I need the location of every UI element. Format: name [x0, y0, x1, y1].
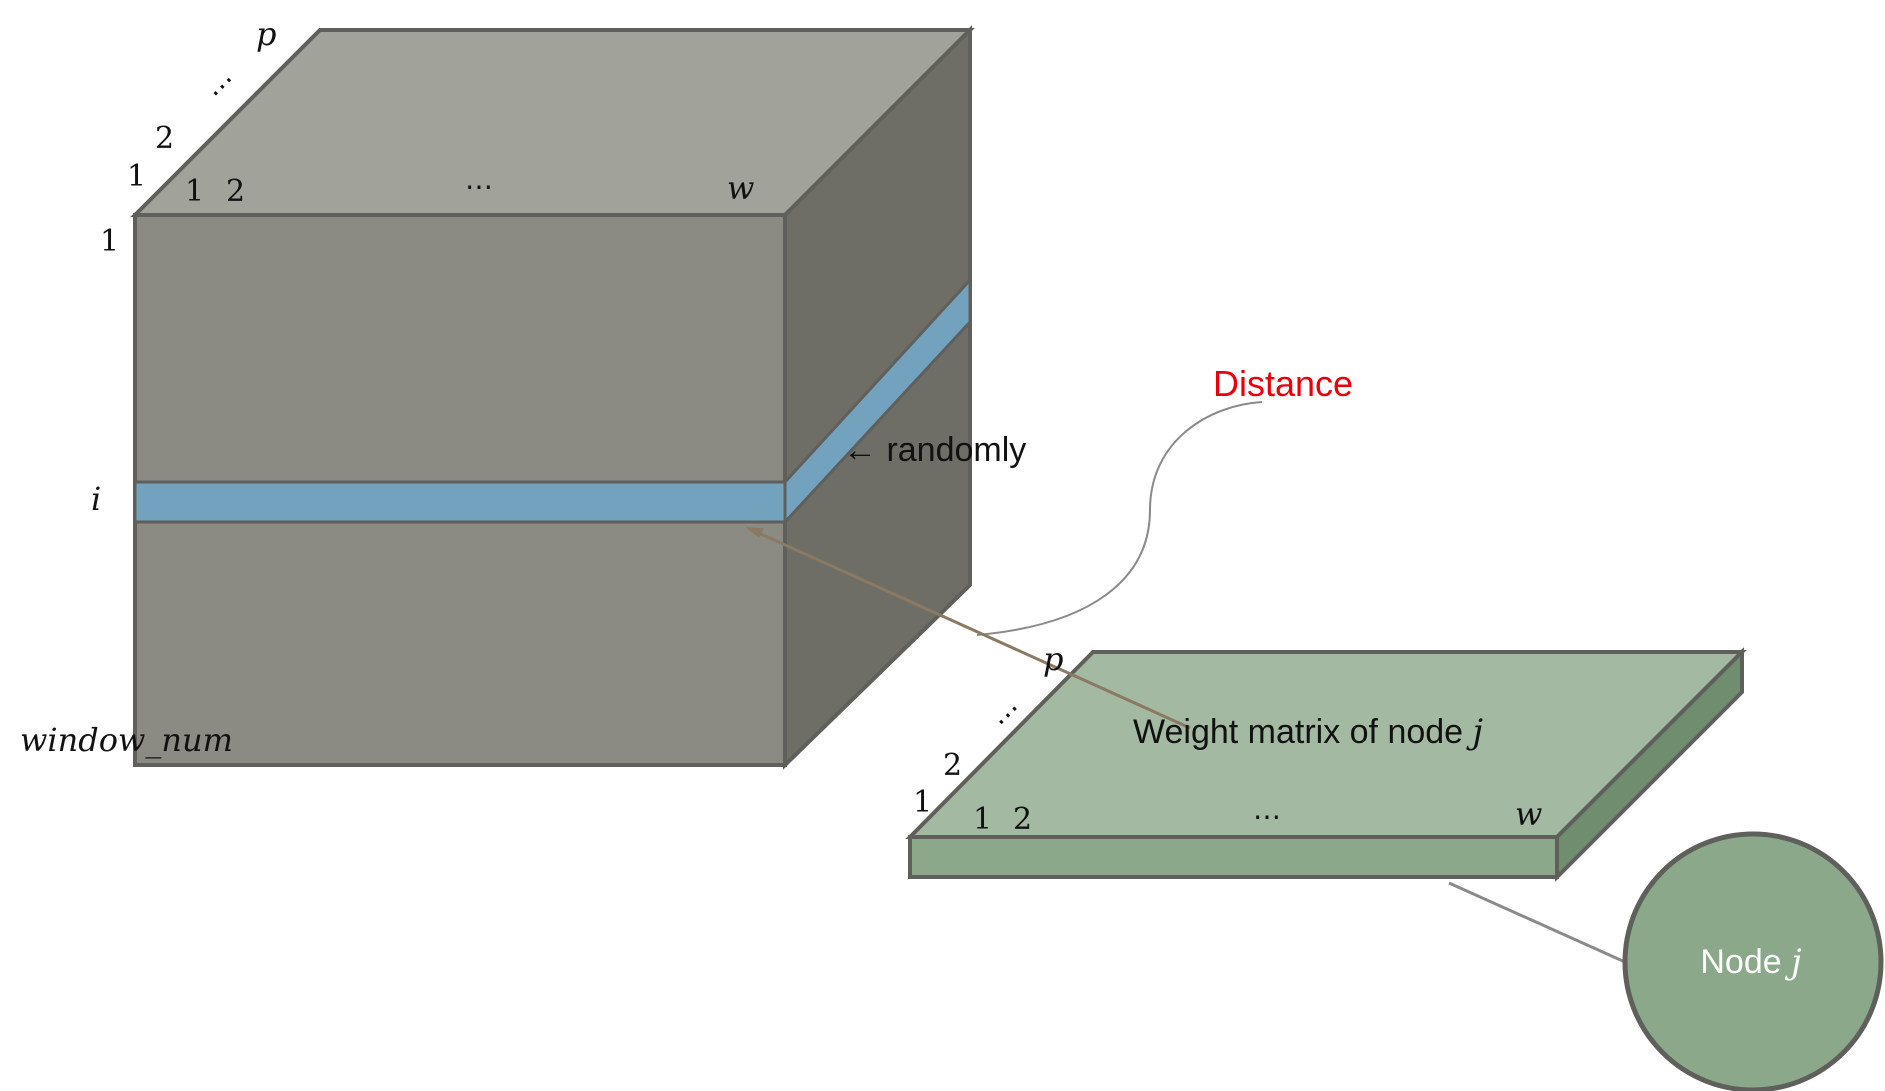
- plate-depth-tick-2: 2: [943, 748, 962, 783]
- cube-depth-dots: ⋯: [200, 65, 243, 108]
- cube-depth-label: p: [256, 15, 276, 53]
- cube-depth-tick-1: 1: [127, 159, 146, 194]
- weight-plate: [905, 647, 1747, 882]
- weight-matrix-title: Weight matrix of node j: [1133, 712, 1484, 752]
- plate-depth-tick-1: 1: [913, 785, 932, 820]
- cube-width-tick-1: 1: [185, 174, 204, 209]
- node-label: Node j: [1700, 942, 1802, 982]
- cube-row-tick-1: 1: [100, 224, 119, 259]
- cube-row-label-window-num: window_num: [20, 721, 233, 759]
- plate-width-dots: ⋯: [1253, 800, 1281, 833]
- cube-width-tick-2: 2: [226, 174, 245, 209]
- plate-width-tick-1: 1: [973, 802, 992, 837]
- slice-front: [133, 480, 787, 524]
- randomly-label: ← randomly: [843, 431, 1026, 469]
- distance-arrow: [745, 527, 1191, 730]
- cube-row-label-i: i: [91, 480, 101, 518]
- cube-width-label: w: [727, 169, 754, 207]
- cube-depth-tick-2: 2: [155, 121, 174, 156]
- data-cube: [130, 25, 975, 770]
- plate-front-face: [908, 835, 1559, 879]
- node-connector: [1448, 881, 1626, 964]
- distance-label: Distance: [1213, 363, 1353, 404]
- node-circle: [1622, 831, 1884, 1091]
- distance-curve: [976, 401, 1263, 636]
- cube-width-dots: ⋯: [465, 170, 493, 203]
- plate-width-tick-2: 2: [1013, 802, 1032, 837]
- plate-width-label: w: [1515, 795, 1542, 833]
- plate-depth-label: p: [1043, 640, 1063, 678]
